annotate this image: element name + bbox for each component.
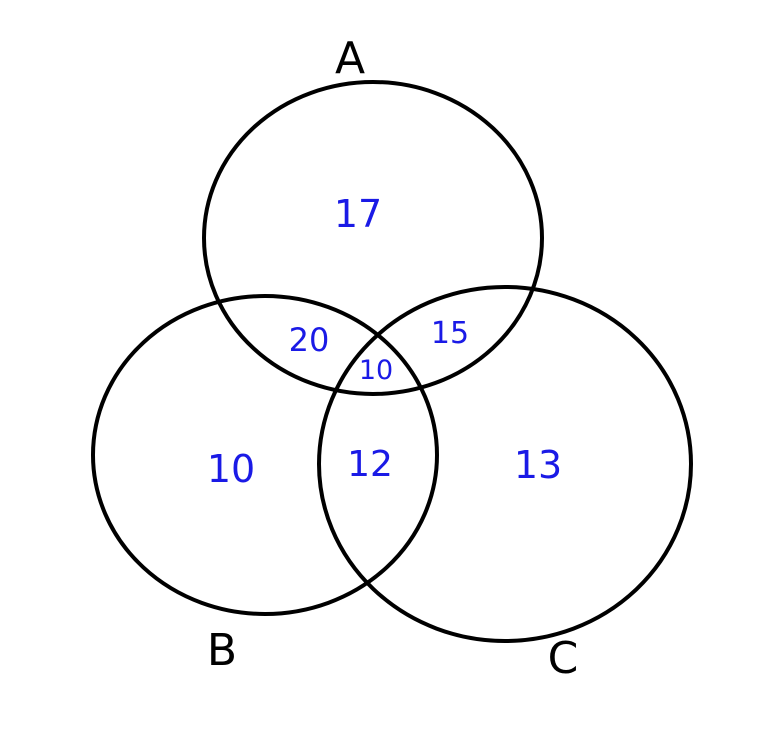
set-b-circle bbox=[91, 294, 439, 616]
region-b-and-c-count: 12 bbox=[347, 444, 393, 485]
region-a-b-and-c-count: 10 bbox=[359, 355, 393, 386]
set-a-circle bbox=[202, 80, 544, 396]
region-only-b-count: 10 bbox=[207, 447, 255, 491]
region-a-and-c-count: 15 bbox=[431, 316, 469, 351]
region-only-c-count: 13 bbox=[514, 443, 562, 487]
set-c-circle bbox=[317, 285, 693, 643]
region-a-and-b-count: 20 bbox=[289, 321, 330, 359]
set-a-label: A bbox=[335, 33, 365, 84]
region-only-a-count: 17 bbox=[334, 192, 382, 236]
set-b-label: B bbox=[207, 625, 237, 676]
set-c-label: C bbox=[548, 633, 579, 684]
